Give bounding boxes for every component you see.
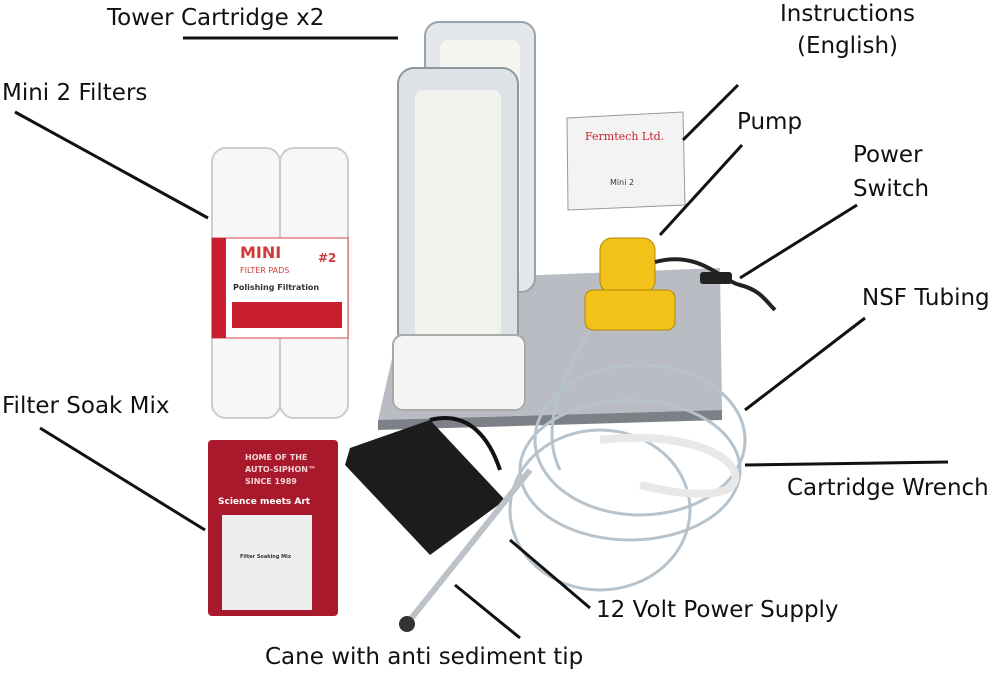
label-instructions: Instructions (English) bbox=[765, 0, 930, 60]
label-power-switch-line2: Switch bbox=[853, 176, 930, 202]
manual-brand: Fermtech Ltd. bbox=[585, 130, 664, 143]
bag-slogan-3: SINCE 1989 bbox=[245, 477, 297, 486]
label-power-supply: 12 Volt Power Supply bbox=[596, 597, 839, 623]
callout-line-power-switch bbox=[739, 203, 858, 280]
callout-line-wrench bbox=[744, 460, 949, 467]
label-cartridge-wrench: Cartridge Wrench bbox=[787, 475, 989, 501]
label-power-switch-line1: Power bbox=[853, 142, 923, 168]
label-mini-filters: Mini 2 Filters bbox=[2, 80, 148, 106]
filter-soak-mix-bag: HOME OF THE AUTO-SIPHON™ SINCE 1989 Scie… bbox=[208, 440, 338, 616]
nsf-tubing bbox=[508, 329, 747, 592]
mini-filters: MINI FILTER PADS #2 Polishing Filtration bbox=[211, 147, 349, 419]
bag-logo: Science meets Art bbox=[218, 497, 311, 507]
callout-line-nsf-tubing bbox=[744, 316, 866, 412]
bag-slogan-2: AUTO-SIPHON™ bbox=[245, 465, 316, 474]
label-filter-soak-mix: Filter Soak Mix bbox=[2, 393, 170, 419]
label-nsf-tubing: NSF Tubing bbox=[862, 285, 990, 311]
callout-line-instructions bbox=[681, 83, 740, 142]
bag-label: Filter Soaking Mix bbox=[240, 554, 292, 560]
cartridge-wrench bbox=[599, 433, 740, 498]
filter-number: #2 bbox=[318, 251, 336, 265]
label-tower-cartridge: Tower Cartridge x2 bbox=[107, 5, 325, 31]
power-supply bbox=[345, 416, 505, 555]
callout-line-mini-filters bbox=[14, 110, 209, 220]
tower-cartridge-front bbox=[392, 67, 526, 411]
callout-line-power-supply bbox=[509, 538, 591, 610]
pump bbox=[584, 237, 777, 331]
filter-sub: FILTER PADS bbox=[240, 266, 289, 275]
manual-title: Mini 2 bbox=[610, 178, 634, 187]
filter-title: MINI bbox=[240, 243, 281, 262]
label-pump: Pump bbox=[737, 109, 803, 135]
callout-line-cane bbox=[454, 583, 521, 640]
power-switch-icon bbox=[700, 272, 732, 284]
cane bbox=[399, 468, 533, 632]
label-cane: Cane with anti sediment tip bbox=[265, 644, 584, 670]
instructions-card: Fermtech Ltd. Mini 2 bbox=[566, 111, 686, 211]
label-instructions-line2: (English) bbox=[797, 33, 898, 59]
callout-line-soak-mix bbox=[39, 426, 206, 532]
callout-line-pump bbox=[658, 143, 744, 237]
bag-slogan-1: HOME OF THE bbox=[245, 453, 307, 462]
label-instructions-line1: Instructions bbox=[779, 1, 916, 27]
label-power-switch: Power Switch bbox=[853, 141, 929, 203]
filter-desc: Polishing Filtration bbox=[233, 283, 319, 292]
